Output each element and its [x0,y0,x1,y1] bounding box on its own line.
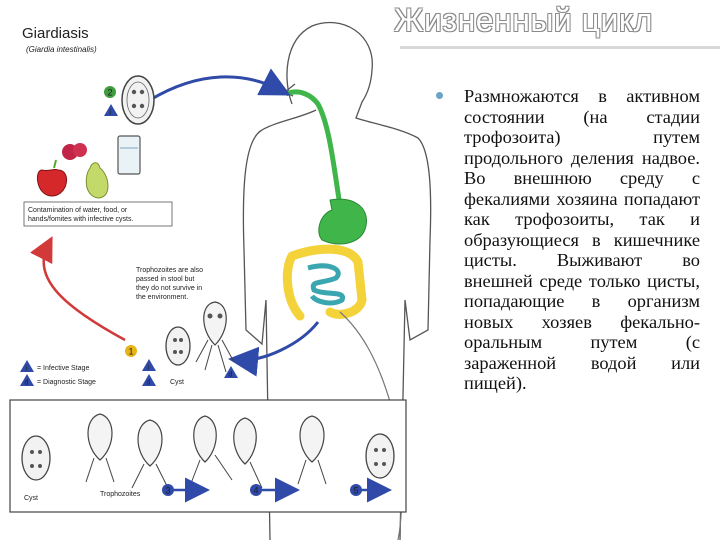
bottom-cyst-right [365,433,395,479]
svg-text:i: i [110,110,112,117]
svg-text:d: d [229,372,233,379]
human-body-outline [242,21,432,540]
infective-marker-mid [142,359,156,371]
esophagus [285,89,343,206]
svg-text:i: i [148,365,150,372]
bottom-cyst-left [21,435,51,481]
diagnostic-marker-right [224,366,238,378]
trophozoites-label: Trophozoites [100,491,141,498]
water-glass-icon [117,135,141,175]
passed-trophozoite [203,301,227,346]
legend-infective-marker [20,360,34,372]
dividing-trophozoite-a [193,415,217,463]
small-intestine [307,263,345,306]
troph-note-3: they do not survive in [136,285,202,292]
contamination-line-1: Contamination of water, food, or [28,207,128,214]
svg-text:i: i [26,366,28,373]
svg-text:1: 1 [129,347,134,357]
trophozoite-1 [87,413,113,461]
title-underline [400,46,720,49]
svg-text:d: d [147,380,151,387]
troph-note-2: passed in stool but [136,276,194,283]
bullet-icon [436,92,443,99]
environment-arrow [30,236,126,342]
svg-text:d: d [25,380,29,387]
diagram-heading: Giardiasis [22,25,89,42]
svg-text:2: 2 [108,88,113,98]
bullet-point: Размножаются в активном состоянии (на ст… [436,86,700,394]
cyst-label: Cyst [170,379,184,386]
step-1-badge [125,345,137,357]
dividing-trophozoite-b [233,417,257,465]
diagram-subheading: (Giardia intestinalis) [26,45,97,54]
trophozoite-5 [299,415,325,463]
ingestion-arrow [149,68,291,102]
diagnostic-marker-mid [142,374,156,386]
svg-text:4: 4 [254,486,259,496]
troph-note-1: Trophozoites are also [136,267,203,274]
pear-icon [85,162,109,199]
slide-title: Жизненный цикл [394,2,653,38]
bottom-cyst-label: Cyst [24,495,38,502]
contamination-line-2: hands/fomites with infective cysts. [28,216,133,223]
step-2-badge [104,86,116,98]
svg-text:3: 3 [166,486,171,496]
bullet-text: Размножаются в активном состоянии (на ст… [464,86,700,393]
troph-note-4: the environment. [136,294,188,301]
legend-diagnostic-marker [20,374,34,386]
contamination-box [23,201,173,227]
legend-infective-label: = Infective Stage [37,365,89,372]
excretion-arrow [228,321,320,377]
passed-cyst [165,326,191,366]
stomach [318,198,367,245]
infective-stage-marker [104,104,118,116]
apple-icon [36,168,67,197]
trophozoite-2 [137,419,163,467]
svg-text:5: 5 [354,486,359,496]
legend-diagnostic-label: = Diagnostic Stage [37,379,96,386]
